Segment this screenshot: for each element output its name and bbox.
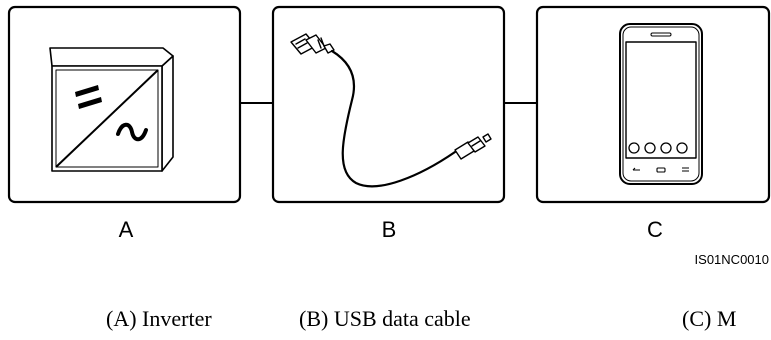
caption-b: (B) USB data cable [299,306,471,331]
caption-a: (A) Inverter [106,306,212,331]
box-a-letter: A [119,217,134,242]
caption-c: (C) M [682,306,737,331]
figure-code: IS01NC0010 [695,252,769,267]
box-b: B [271,5,506,242]
box-c-letter: C [647,217,663,242]
box-b-letter: B [382,217,397,242]
usb-cable-icon [290,33,492,188]
box-a: A [7,5,242,242]
mobile-phone-icon [619,23,703,185]
inverter-icon [49,47,174,172]
box-c: C [535,5,771,242]
